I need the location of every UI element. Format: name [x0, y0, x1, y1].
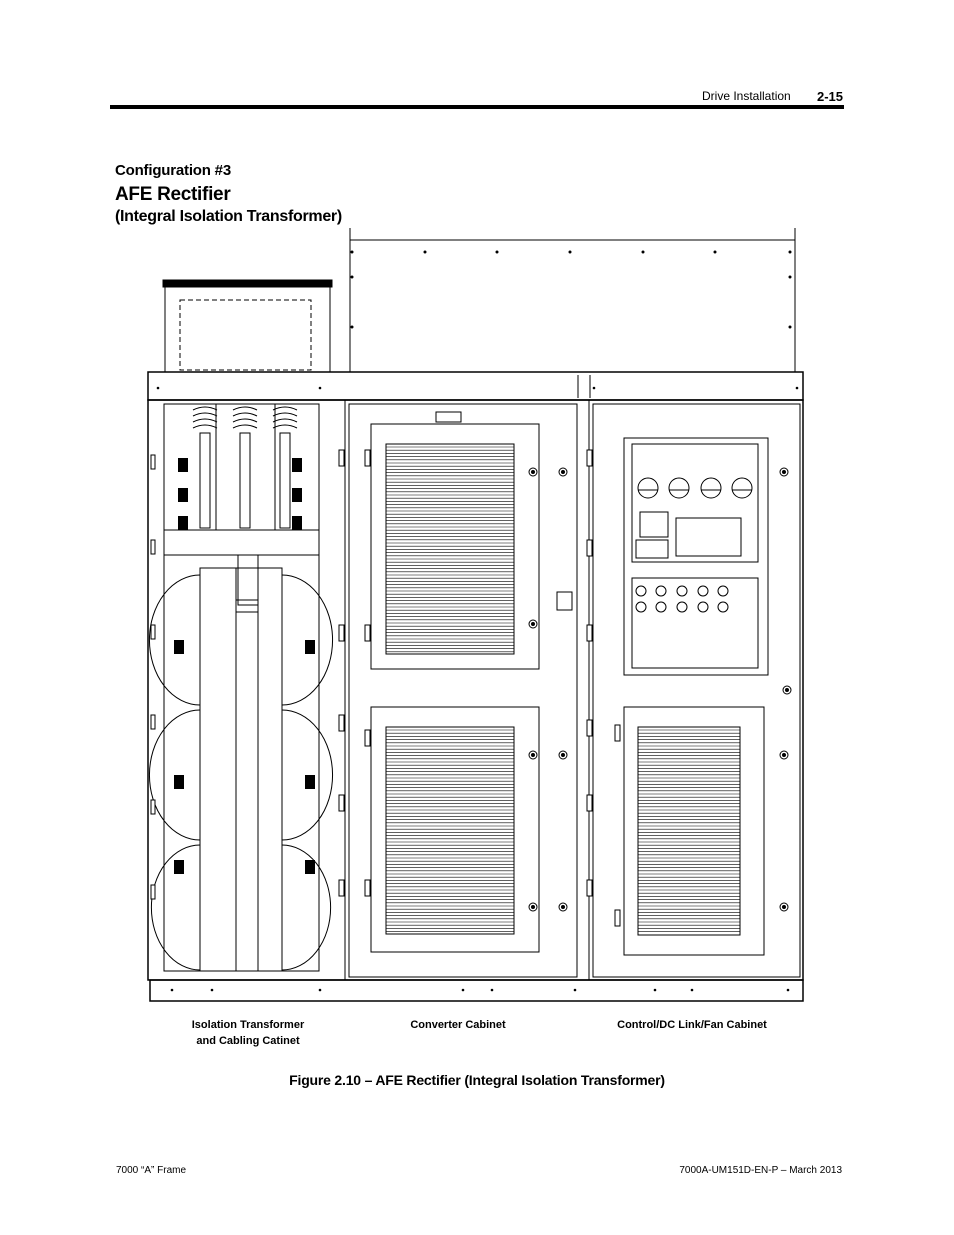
section-subtitle: (Integral Isolation Transformer): [115, 208, 342, 225]
running-header-section: Drive Installation: [702, 89, 791, 103]
section-title: AFE Rectifier: [115, 184, 231, 205]
cabinet-frame: [148, 372, 803, 1001]
control-cabinet: [593, 404, 800, 977]
caption-converter-cabinet: Converter Cabinet: [410, 1019, 506, 1031]
footer-left: 7000 “A” Frame: [116, 1165, 187, 1176]
caption-control-cabinet: Control/DC Link/Fan Cabinet: [617, 1019, 767, 1031]
figure-caption: Figure 2.10 – AFE Rectifier (Integral Is…: [289, 1072, 665, 1088]
converter-cabinet: [349, 404, 577, 977]
configuration-label: Configuration #3: [115, 162, 231, 179]
left-top-box: [163, 280, 332, 372]
caption-isolation-cabinet: Isolation Transformer and Cabling Catine…: [178, 1017, 318, 1049]
caption-isolation-line1: Isolation Transformer: [191, 1019, 305, 1031]
header-rule: [110, 105, 844, 109]
page-number: 2-15: [817, 89, 844, 104]
top-hood: [350, 228, 795, 372]
caption-isolation-line2: and Cabling Catinet: [196, 1035, 300, 1047]
footer-right: 7000A-UM151D-EN-P – March 2013: [679, 1165, 842, 1176]
cabinet-drawing: [140, 225, 820, 1005]
isolation-transformer-section: [149, 404, 332, 971]
